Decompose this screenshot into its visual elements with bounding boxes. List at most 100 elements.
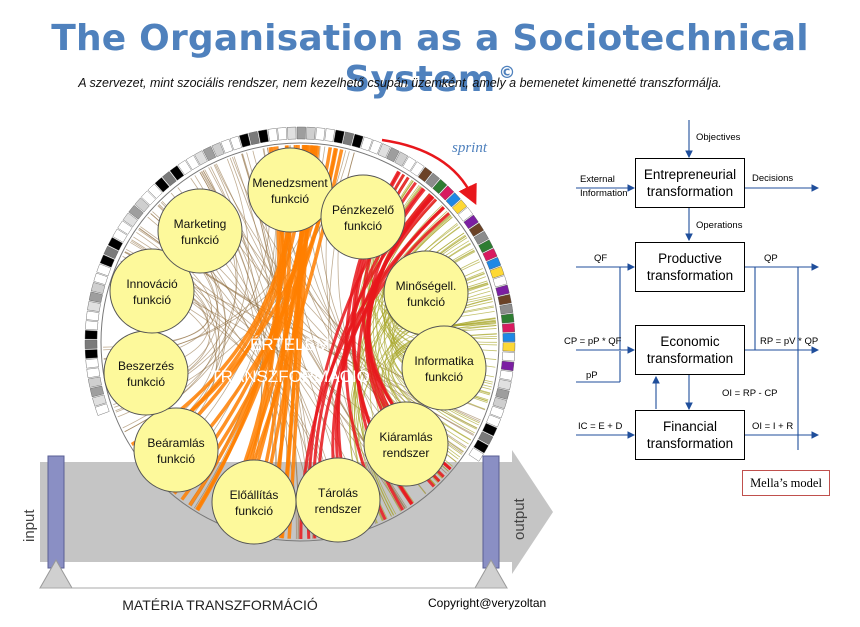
ring-segment (502, 342, 516, 352)
ring-segment (306, 126, 316, 140)
ring-inner-outline (100, 142, 500, 542)
ring-segment (94, 403, 110, 416)
input-label: input (21, 509, 38, 542)
copyright-text: Copyright@veryzoltan (428, 596, 547, 610)
ring-segment (497, 379, 512, 391)
ring-segment (277, 127, 288, 141)
ring-segment (239, 133, 251, 148)
ring-segment (93, 272, 108, 285)
sprint-arrow (381, 138, 477, 206)
cp-label: CP = pP * QF (564, 336, 622, 347)
ring-segment (473, 439, 489, 454)
output-label: output (511, 497, 528, 540)
financial-box: Financial transformation (635, 410, 745, 460)
page-title: The Organisation as a Sociotechnical Sys… (51, 18, 809, 100)
ring-segment (267, 128, 278, 142)
pp-label: pP (586, 370, 598, 381)
operations-label: Operations (696, 220, 743, 231)
ring-segment (85, 310, 100, 322)
function-bubble-label: funkció (407, 295, 445, 309)
ring-segment (377, 143, 391, 159)
function-bubble-label: Marketing (174, 217, 227, 231)
ring-segment (333, 129, 345, 144)
ring-segment (468, 447, 484, 462)
function-bubble-label: funkció (181, 233, 219, 247)
ring-segment (140, 190, 156, 206)
function-bubble-label: funkció (127, 375, 165, 389)
ring-segment (499, 303, 514, 315)
entrepreneurial-box: Entrepreneurial transformation (635, 158, 745, 208)
ring-segment (500, 360, 515, 372)
ring-segment (439, 185, 455, 201)
ring-segment (315, 127, 326, 141)
qf-label: QF (594, 253, 608, 264)
objectives-label: Objectives (696, 132, 741, 143)
ring-segment (499, 370, 514, 381)
ring-segment (489, 266, 505, 279)
ring-segment (463, 214, 479, 230)
function-bubble-label: funkció (425, 370, 463, 384)
ring-segment (134, 197, 150, 213)
function-bubble: Tárolás rendszer (295, 457, 381, 543)
oi-i-r-label: OI = I + R (752, 421, 794, 432)
ring-segment (351, 133, 364, 149)
ring-segment (87, 376, 102, 388)
ring-segment (194, 150, 208, 166)
ring-segment (99, 254, 115, 268)
ring-segment (402, 156, 417, 172)
ring-segment (342, 131, 355, 146)
ring-segment (489, 405, 505, 419)
function-bubble-label: rendszer (315, 502, 362, 516)
function-bubble: Kiáramlás rendszer (363, 401, 449, 487)
matter-transformation-label: MATÉRIA TRANSZFORMÁCIÓ (122, 597, 318, 613)
ring-segment (457, 206, 474, 222)
productive-box: Productive transformation (635, 242, 745, 292)
oi-rp-cp-label: OI = RP - CP (722, 388, 778, 399)
ring-segment (497, 294, 512, 306)
ring-segment (88, 291, 103, 303)
center-label-line2: TRANSZFORMÁCIÓ (210, 367, 370, 386)
function-bubble-label: Tárolás (318, 486, 358, 500)
ring-segment (154, 177, 170, 193)
ring-segment (360, 136, 373, 152)
function-bubble: Marketing funkció (157, 188, 243, 274)
input-support (39, 558, 73, 589)
economic-box: Economic transformation (635, 325, 745, 375)
ring-segment (202, 146, 217, 162)
qp-label: QP (764, 253, 778, 264)
ring-segment (287, 126, 297, 140)
function-bubble-label: Pénzkezelő (332, 203, 394, 217)
ring-segment (502, 323, 515, 333)
output-support (474, 558, 508, 589)
output-post (482, 455, 500, 569)
ring-segment (162, 171, 177, 187)
ring-segment (502, 332, 516, 342)
sociotechnical-wheel: input output MATÉRIA TRANSZFORMÁCIÓ spri… (21, 126, 553, 613)
ring-segment (92, 394, 107, 407)
function-bubble-label: Informatika (414, 354, 474, 368)
function-bubble-label: rendszer (383, 446, 430, 460)
ring-segment (500, 313, 515, 324)
function-bubble-label: Beszerzés (118, 359, 174, 373)
ring-segment (185, 154, 200, 171)
ring-segment (445, 192, 461, 208)
ring-segment (386, 147, 400, 163)
chromosome-ring (84, 126, 516, 542)
ring-segment (468, 222, 484, 237)
ring-segment (369, 139, 382, 155)
ring-segment (117, 220, 133, 235)
rp-label: RP = pV * QP (760, 336, 819, 347)
ring-segment (122, 212, 138, 228)
sprint-label: sprint (452, 140, 488, 156)
ring-segment (177, 159, 192, 176)
ring-segment (211, 142, 225, 158)
function-bubble-label: Kiáramlás (379, 430, 432, 444)
ring-segment (147, 183, 163, 199)
input-post (47, 455, 65, 569)
page-subtitle: A szervezet, mint szociális rendszer, ne… (78, 76, 722, 90)
function-bubble-label: funkció (235, 504, 273, 518)
